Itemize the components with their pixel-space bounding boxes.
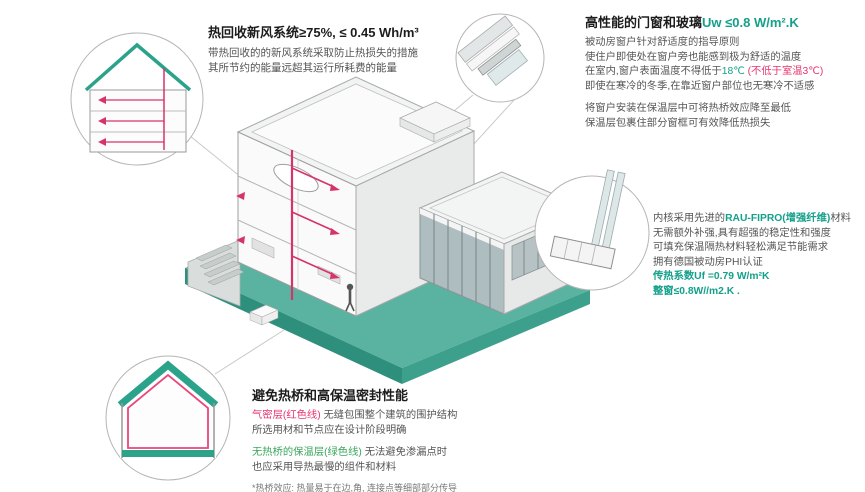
ventilation-ducts [236,150,340,300]
annotation-windows: 高性能的门窗和玻璃Uw ≤0.8 W/m².K 被动房窗户针对舒适度的指导原则 … [585,12,823,131]
annotation-frame-profile: 内核采用先进的RAU-FIPRO(增强纤维)材料 无需额外补强,具有超强的稳定性… [653,212,851,299]
planter [249,304,279,326]
person-figure [345,283,355,312]
callout-ventilation-section [70,32,204,166]
windows-body-line: 被动房窗户针对舒适度的指导原则 [585,37,740,48]
stairs [195,244,245,286]
windows-body-line: 保温层包裹住部分窗框可有效降低热损失 [585,117,771,129]
insulation-layer-line: 也应采用导热最慢的组件和材料 [252,461,397,473]
insulation-green-line [117,360,219,408]
airtight-label: 气密层(红色线) [252,410,321,421]
annotation-ventilation: 热回收新风系统≥75%, ≤ 0.45 Wh/m³ 带热回收的的新风系统采取防止… [208,22,419,76]
profile-body-line: 无需额外补强,具有超强的稳定性和强度 [653,227,831,239]
profile-uf-value: 传热系数Uf =0.79 W/m²K [653,271,770,282]
thermal-footnote: *热桥效应: 热量易于在边,角, 连接点等细部部分传导 [252,483,458,492]
windows-body-line: 将窗户安装在保温层中可将热桥效应降至最低 [585,103,791,114]
windows-body-line: 即使在寒冷的冬季,在靠近窗户部位也无寒冷不适感 [585,80,815,92]
insulation-label: 无热桥的保温层(绿色线) [252,447,362,458]
insulation-layer-line: 无热桥的保温层(绿色线) 无法避免渗漏点时 [252,447,448,458]
callout-thermal-section [105,355,231,481]
callout-window-corner [455,13,545,103]
profile-body-line: 内核采用先进的RAU-FIPRO(增强纤维)材料 [653,213,851,224]
profile-uw-value: 整窗≤0.8W//m2.K . [653,285,740,297]
thermal-title: 避免热桥和高保温密封性能 [252,388,409,403]
main-building [236,76,476,317]
windows-body-line: 使住户即使处在窗户旁也能感到极为舒适的温度 [585,51,802,63]
windows-body-line: 在室内,窗户表面温度不得低于18℃ (不低于室温3℃) [585,66,824,77]
profile-body-line: 拥有德国被动房PHI认证 [653,256,763,268]
ventilation-body-line: 其所节约的能量远超其运行所耗费的能量 [208,62,397,74]
callout-window-profile [534,169,650,291]
airtight-red-line [127,373,209,449]
airflow-ducts [98,68,165,150]
windows-title: 高性能的门窗和玻璃Uw ≤0.8 W/m².K [585,15,799,30]
roof-structure [399,101,471,143]
frame-profile [549,235,616,270]
ventilation-body-line: 带热回收的的新风系统采取防止热损失的措施 [208,47,418,59]
ventilation-title: 热回收新风系统≥75%, ≤ 0.45 Wh/m³ [208,25,419,40]
airtight-layer-line: 所选用材和节点应在设计阶段明确 [252,424,407,436]
airtight-layer-line: 气密层(红色线) 无缝包围整个建筑的围护结构 [252,410,458,421]
roof-insulation-line [84,42,192,92]
profile-body-line: 可填充保温隔热材料轻松满足节能需求 [653,242,829,253]
annotation-thermal: 避免热桥和高保温密封性能 气密层(红色线) 无缝包围整个建筑的围护结构 所选用材… [252,385,457,492]
